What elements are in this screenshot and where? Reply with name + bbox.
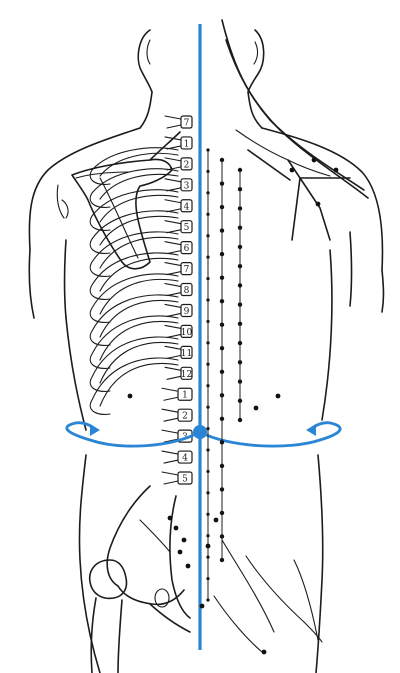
body-outline	[28, 29, 385, 673]
acupoint-dot	[213, 517, 219, 523]
vertebra-label: 7	[184, 265, 190, 275]
vertebra-thoracic-10: 10	[164, 324, 193, 339]
vertebra-label: 10	[181, 328, 193, 338]
acupoint-dot	[185, 563, 191, 569]
head-right-outline	[247, 29, 265, 93]
vertebra-cervical-7: 7	[164, 115, 193, 129]
vertebra-label: 9	[184, 307, 190, 317]
vertebra-label: 6	[184, 244, 190, 254]
vertebra-thoracic-8: 8	[164, 282, 193, 297]
acupoint-dot	[253, 405, 259, 411]
rib-cage	[89, 147, 179, 415]
sacrum-outline	[169, 495, 191, 619]
vertebra-thoracic-3: 3	[164, 178, 193, 192]
acupoint-dot	[289, 167, 295, 173]
vertebra-label: 12	[181, 370, 192, 380]
neck-left	[139, 91, 153, 129]
right-back-lines	[213, 19, 369, 653]
vertebra-label: 2	[184, 160, 190, 170]
left-shoulder	[28, 127, 141, 251]
vertebra-lumbar-4: 4	[161, 450, 193, 464]
acupoint-dot	[275, 393, 281, 399]
acupoint-dot	[315, 201, 321, 207]
vertebra-thoracic-1: 1	[164, 136, 193, 150]
vertebra-lumbar-2: 2	[161, 408, 193, 422]
vertebra-thoracic-9: 9	[164, 303, 193, 318]
waist-arc-left	[65, 421, 201, 448]
acupoint-dot	[261, 649, 267, 655]
acupoint-dot	[205, 543, 211, 549]
torso-left-side	[65, 317, 87, 431]
vertebra-thoracic-11: 11	[164, 345, 193, 359]
vertebra-thoracic-12: 12	[164, 366, 193, 380]
right-shoulder	[261, 127, 384, 271]
acupoint-dot	[177, 549, 183, 555]
acupoint-dot	[199, 603, 205, 609]
iliac-crest	[106, 485, 151, 587]
acupoint-dot	[311, 157, 317, 163]
vertebra-thoracic-7: 7	[164, 261, 193, 276]
vertebra-label: 11	[181, 349, 192, 359]
arrow-left-icon	[90, 424, 100, 436]
vertebra-thoracic-6: 6	[164, 241, 193, 255]
vertebra-thoracic-5: 5	[164, 220, 193, 234]
vertebra-label: 4	[182, 454, 188, 464]
femur-head	[88, 559, 128, 600]
vertebra-label: 1	[182, 391, 188, 401]
acupoint-dot	[167, 515, 173, 521]
acupoint-dot	[127, 393, 133, 399]
acupoint-dot	[181, 537, 187, 543]
vertebra-lumbar-5: 5	[161, 471, 193, 485]
lumbar-marker-point	[193, 425, 207, 439]
vertebra-label: 4	[184, 202, 190, 212]
vertebra-thoracic-4: 4	[164, 199, 193, 213]
arrow-right-icon	[306, 424, 316, 436]
vertebra-lumbar-1: 1	[161, 387, 193, 401]
acupoint-dot	[333, 167, 339, 173]
neck-right	[247, 91, 263, 129]
pelvis	[88, 485, 191, 673]
torso-right-side	[321, 249, 333, 421]
head-left-outline	[137, 29, 153, 93]
right-arm	[381, 269, 385, 313]
vertebra-label: 1	[184, 139, 190, 149]
waist-arc-right	[199, 421, 342, 448]
left-arm	[28, 249, 35, 319]
acupoint-dot	[173, 525, 179, 531]
vertebra-label: 2	[182, 412, 188, 422]
vertebra-label: 3	[184, 181, 190, 191]
acupoints	[127, 148, 339, 655]
femur-shaft	[90, 597, 97, 673]
right-hip	[315, 454, 324, 673]
vertebra-thoracic-2: 2	[164, 157, 193, 171]
vertebra-label: 7	[184, 119, 190, 129]
vertebra-label: 8	[184, 286, 190, 296]
vertebra-label: 5	[184, 223, 190, 233]
vertebra-label: 5	[182, 475, 188, 485]
governor-vessel-overlay	[65, 24, 342, 650]
